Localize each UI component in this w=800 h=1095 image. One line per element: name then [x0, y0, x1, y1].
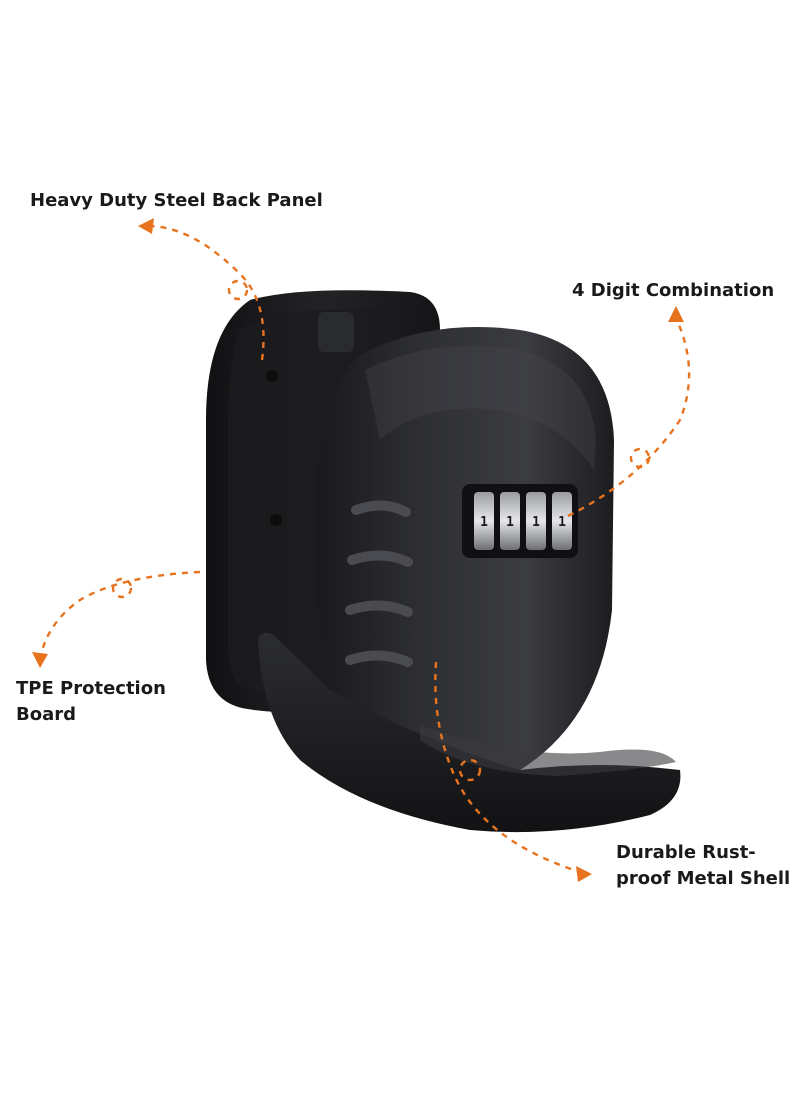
grip-ridges [345, 500, 413, 667]
back-panel-arrow [147, 224, 265, 361]
arrow-heads [32, 218, 684, 882]
dial-3-digit: 1 [532, 515, 540, 530]
tpe-loop [111, 577, 133, 599]
mounting-screw-icon [266, 370, 278, 382]
dial-3[interactable] [526, 492, 546, 550]
mounting-screw-icon [270, 514, 282, 526]
back-panel-loop [227, 279, 249, 301]
tpe-arrow [38, 570, 201, 661]
tpe-protection-board [258, 632, 681, 833]
shell-arrow [434, 661, 581, 874]
metal-shell-body: 1 1 1 1 [318, 327, 614, 783]
metal-shell-callout: Durable Rust-proof Metal Shell [616, 842, 791, 889]
dial-2[interactable] [500, 492, 520, 550]
arrow-head-icon [32, 652, 48, 668]
dial-1-digit: 1 [480, 515, 488, 530]
dial-4-digit: 1 [558, 515, 566, 530]
combination-arrow [567, 317, 691, 518]
combination-dials[interactable]: 1 1 1 1 [462, 484, 578, 558]
dial-2-digit: 1 [506, 515, 514, 530]
arrow-head-icon [668, 306, 684, 322]
tpe-board-callout: TPE Protection Board [16, 678, 166, 725]
dial-4[interactable] [552, 492, 572, 550]
arrow-head-icon [576, 866, 592, 882]
combination-callout: 4 Digit Combination [572, 280, 775, 301]
shell-loop [458, 758, 482, 782]
back-panel-callout: Heavy Duty Steel Back Panel [30, 190, 323, 211]
arrow-head-icon [138, 218, 154, 234]
shackle-latch [318, 312, 354, 352]
callout-arrows [38, 224, 691, 874]
combination-loop [629, 447, 651, 469]
dial-1[interactable] [474, 492, 494, 550]
